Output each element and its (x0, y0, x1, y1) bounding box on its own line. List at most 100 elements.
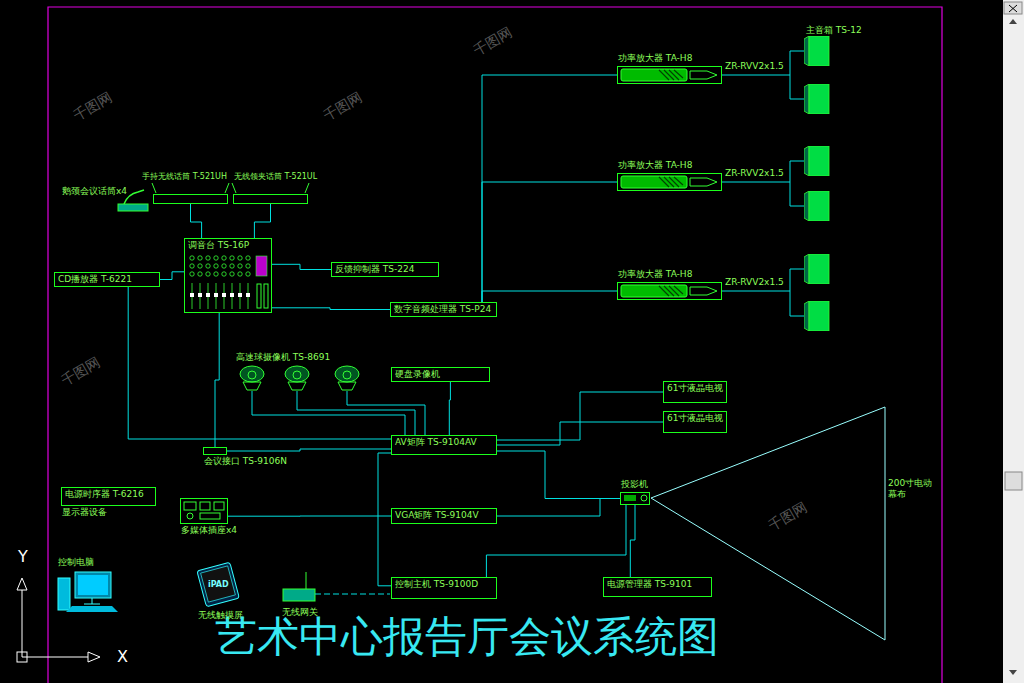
signal-cable (482, 75, 617, 302)
socket-panel: 多媒体插座x4 (180, 498, 228, 524)
amplifier-box: 功率放大器 TA-H8 (617, 66, 722, 84)
pc-keyboard (66, 606, 118, 612)
signal-cable (272, 264, 331, 269)
signal-cable (128, 287, 391, 439)
signal-cable (227, 449, 391, 451)
speaker-label: 主音箱 TS-12 (806, 25, 862, 36)
rack-unit: 电源时序器 T-6216显示器设备 (61, 487, 156, 506)
monitor-box: 61寸液晶电视 (663, 411, 727, 433)
socket (200, 502, 210, 510)
rack-unit: AV矩阵 TS-9104AV (391, 435, 497, 455)
gateway-cable (315, 594, 390, 595)
mixer-master (256, 256, 267, 276)
amplifier-box: 功率放大器 TA-H8 (617, 282, 722, 300)
tablet-screen (201, 566, 236, 602)
cable-label: ZR-RVV2x1.5 (725, 277, 784, 288)
device-name: 数字音频处理器 TS-P24 (394, 304, 493, 315)
speaker (804, 191, 829, 221)
signal-cable (160, 272, 184, 280)
device-name: 控制主机 TS-9100D (395, 579, 493, 590)
device-name: 电源时序器 T-6216 (65, 489, 152, 500)
tablet-body (197, 562, 239, 607)
rack-unit: CD播放器 T-6221 (54, 272, 160, 287)
tablet (197, 562, 239, 607)
close-cross (1009, 5, 1017, 12)
pc-tower (58, 578, 70, 610)
monitor-box: 61寸液晶电视 (663, 381, 727, 403)
device-label: 多媒体插座x4 (180, 525, 238, 536)
mixer-faders (188, 283, 252, 309)
watermark: 千图网 (320, 89, 364, 124)
signal-cable (497, 451, 620, 499)
watermark: 千图网 (58, 354, 102, 389)
mixer-fader (264, 284, 268, 308)
camera (240, 366, 264, 390)
camera (285, 366, 309, 390)
signal-cable (449, 382, 450, 435)
axis-arrow (17, 578, 27, 590)
device-name: VGA矩阵 TS-9104V (395, 510, 493, 521)
speaker (804, 84, 829, 114)
rack-unit: 数字音频处理器 TS-P24 (390, 302, 497, 317)
watermark: 千图网 (470, 24, 514, 59)
device-name: 电源管理器 TS-9101 (607, 579, 708, 590)
speaker-cable (722, 51, 804, 316)
camera-label: 高速球摄像机 TS-8691 (236, 352, 330, 363)
device-name: CD播放器 T-6221 (58, 274, 156, 285)
socket (187, 513, 193, 519)
receiver-box: 无线领夹话筒 T-521UL (233, 194, 308, 204)
pc-stand (84, 598, 100, 604)
axis-label: X (117, 648, 128, 666)
axis-label: Y (18, 548, 28, 566)
amplifier-art (621, 176, 717, 188)
receiver-box: 手持无线话筒 T-521UH (153, 194, 228, 204)
mixer-knobs (188, 254, 252, 278)
signal-cable (191, 204, 202, 238)
watermark: 千图网 (765, 499, 809, 534)
socket (200, 513, 220, 519)
gateway-antenna (306, 572, 307, 589)
device-name: 硬盘录像机 (395, 369, 486, 380)
scrollbar (1003, 0, 1024, 683)
speaker (804, 254, 829, 284)
device-name: 61寸液晶电视 (667, 413, 723, 424)
signal-cable (254, 204, 270, 238)
socket (184, 502, 196, 510)
amplifier-art (621, 285, 717, 297)
device-label: 显示器设备 (61, 507, 108, 518)
signal-cable (497, 499, 620, 517)
device-label: 功率放大器 TA-H8 (617, 53, 693, 64)
signal-cable (228, 516, 391, 517)
speaker (804, 146, 829, 176)
device-name: 61寸液晶电视 (667, 383, 723, 394)
device-name: 反馈抑制器 TS-224 (335, 264, 435, 275)
pc-label: 控制电脑 (58, 557, 94, 568)
mixer-box: 调音台 TS-16P (184, 238, 272, 313)
amplifier-box: 功率放大器 TA-H8 (617, 173, 722, 191)
speaker (804, 36, 829, 66)
close-button (1004, 2, 1022, 14)
rack-unit: 控制主机 TS-9100D (391, 577, 497, 599)
speaker (804, 301, 829, 331)
screen-label: 200寸电动幕布 (888, 478, 938, 500)
device-label: 功率放大器 TA-H8 (617, 269, 693, 280)
projector-body (624, 495, 636, 501)
projector-box: 投影机 (620, 492, 650, 505)
amplifier-art (621, 69, 717, 81)
device-name: 调音台 TS-16P (188, 240, 268, 251)
watermark: 千图网 (70, 89, 114, 124)
projection-screen (651, 407, 885, 640)
mic-base (118, 204, 148, 211)
device-name: AV矩阵 TS-9104AV (395, 437, 493, 448)
device-label: 手持无线话筒 T-521UH (141, 171, 228, 182)
gateway (283, 589, 315, 601)
rack-unit: 反馈抑制器 TS-224 (331, 262, 439, 277)
interface-box: 会议接口 TS-9106N (203, 447, 227, 455)
signal-cable (482, 182, 617, 302)
cable-label: ZR-RVV2x1.5 (725, 61, 784, 72)
device-label: 无线领夹话筒 T-521UL (233, 171, 318, 182)
signal-cable (486, 505, 626, 577)
gateway-label: 无线网关 (282, 607, 318, 618)
